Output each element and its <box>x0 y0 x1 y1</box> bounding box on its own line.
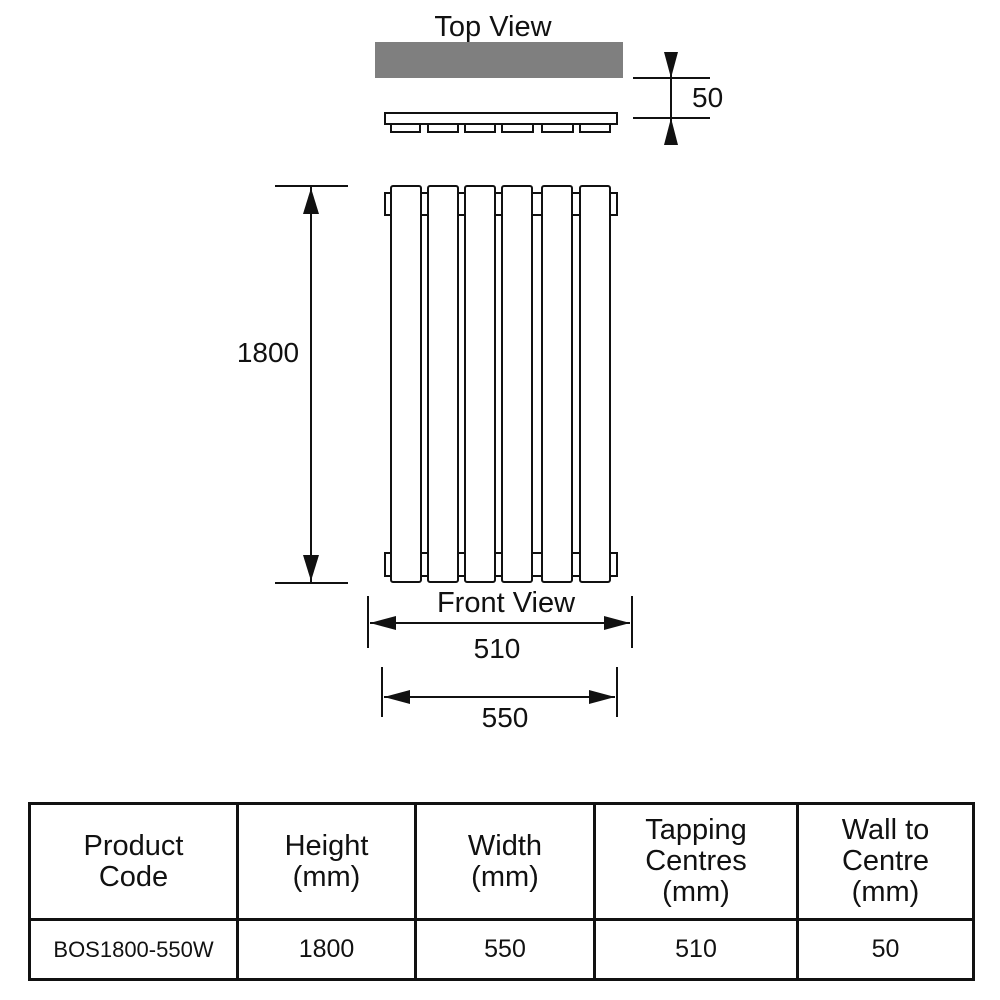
tapping-dimension <box>367 596 633 648</box>
front-view <box>384 185 618 583</box>
table-header-row: Product Code Height (mm) Width (mm) Tapp… <box>28 802 975 921</box>
header-product-code: Product Code <box>28 802 239 921</box>
header-wall-to-centre: Wall to Centre (mm) <box>796 802 975 921</box>
header-height: Height (mm) <box>236 802 417 921</box>
front-view-label: Front View <box>437 587 576 619</box>
header-width: Width (mm) <box>414 802 596 921</box>
height-dimension-label: 1800 <box>237 337 299 368</box>
spec-table: Product Code Height (mm) Width (mm) Tapp… <box>28 802 975 981</box>
top-view-label: Top View <box>434 11 552 43</box>
height-dimension <box>275 185 348 584</box>
header-tapping-centres: Tapping Centres (mm) <box>593 802 799 921</box>
table-row: BOS1800-550W 1800 550 510 50 <box>28 918 975 981</box>
cell-height: 1800 <box>236 918 417 981</box>
width-dimension <box>381 667 618 717</box>
cell-tapping-centres: 510 <box>593 918 799 981</box>
cell-product-code: BOS1800-550W <box>28 918 239 981</box>
cell-width: 550 <box>414 918 596 981</box>
depth-dimension <box>633 52 710 145</box>
radiator-diagram: Top View 50 1800 Front View <box>237 11 723 733</box>
top-view-bar <box>375 42 623 78</box>
width-dimension-label: 550 <box>482 702 529 733</box>
tapping-dimension-label: 510 <box>474 633 521 664</box>
depth-dimension-label: 50 <box>692 82 723 113</box>
plan-view <box>384 112 618 133</box>
cell-wall-to-centre: 50 <box>796 918 975 981</box>
